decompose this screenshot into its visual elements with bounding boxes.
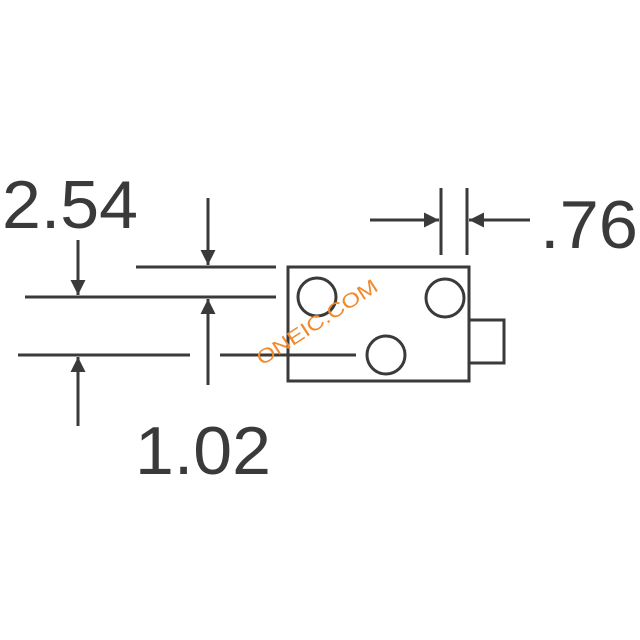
- component-outline: [286, 265, 506, 383]
- pins: [296, 276, 466, 376]
- pin-1: [296, 276, 338, 318]
- dimension-label-tab-gap: .76: [540, 187, 638, 263]
- dimension-arrows: [70, 198, 530, 426]
- component-tab: [467, 318, 506, 365]
- dimension-label-pin-offset: 1.02: [135, 413, 271, 489]
- pin-2: [424, 277, 466, 319]
- dimension-label-pin-pitch: 2.54: [2, 167, 138, 243]
- pin-3: [365, 334, 407, 376]
- extension-lines: [18, 188, 469, 357]
